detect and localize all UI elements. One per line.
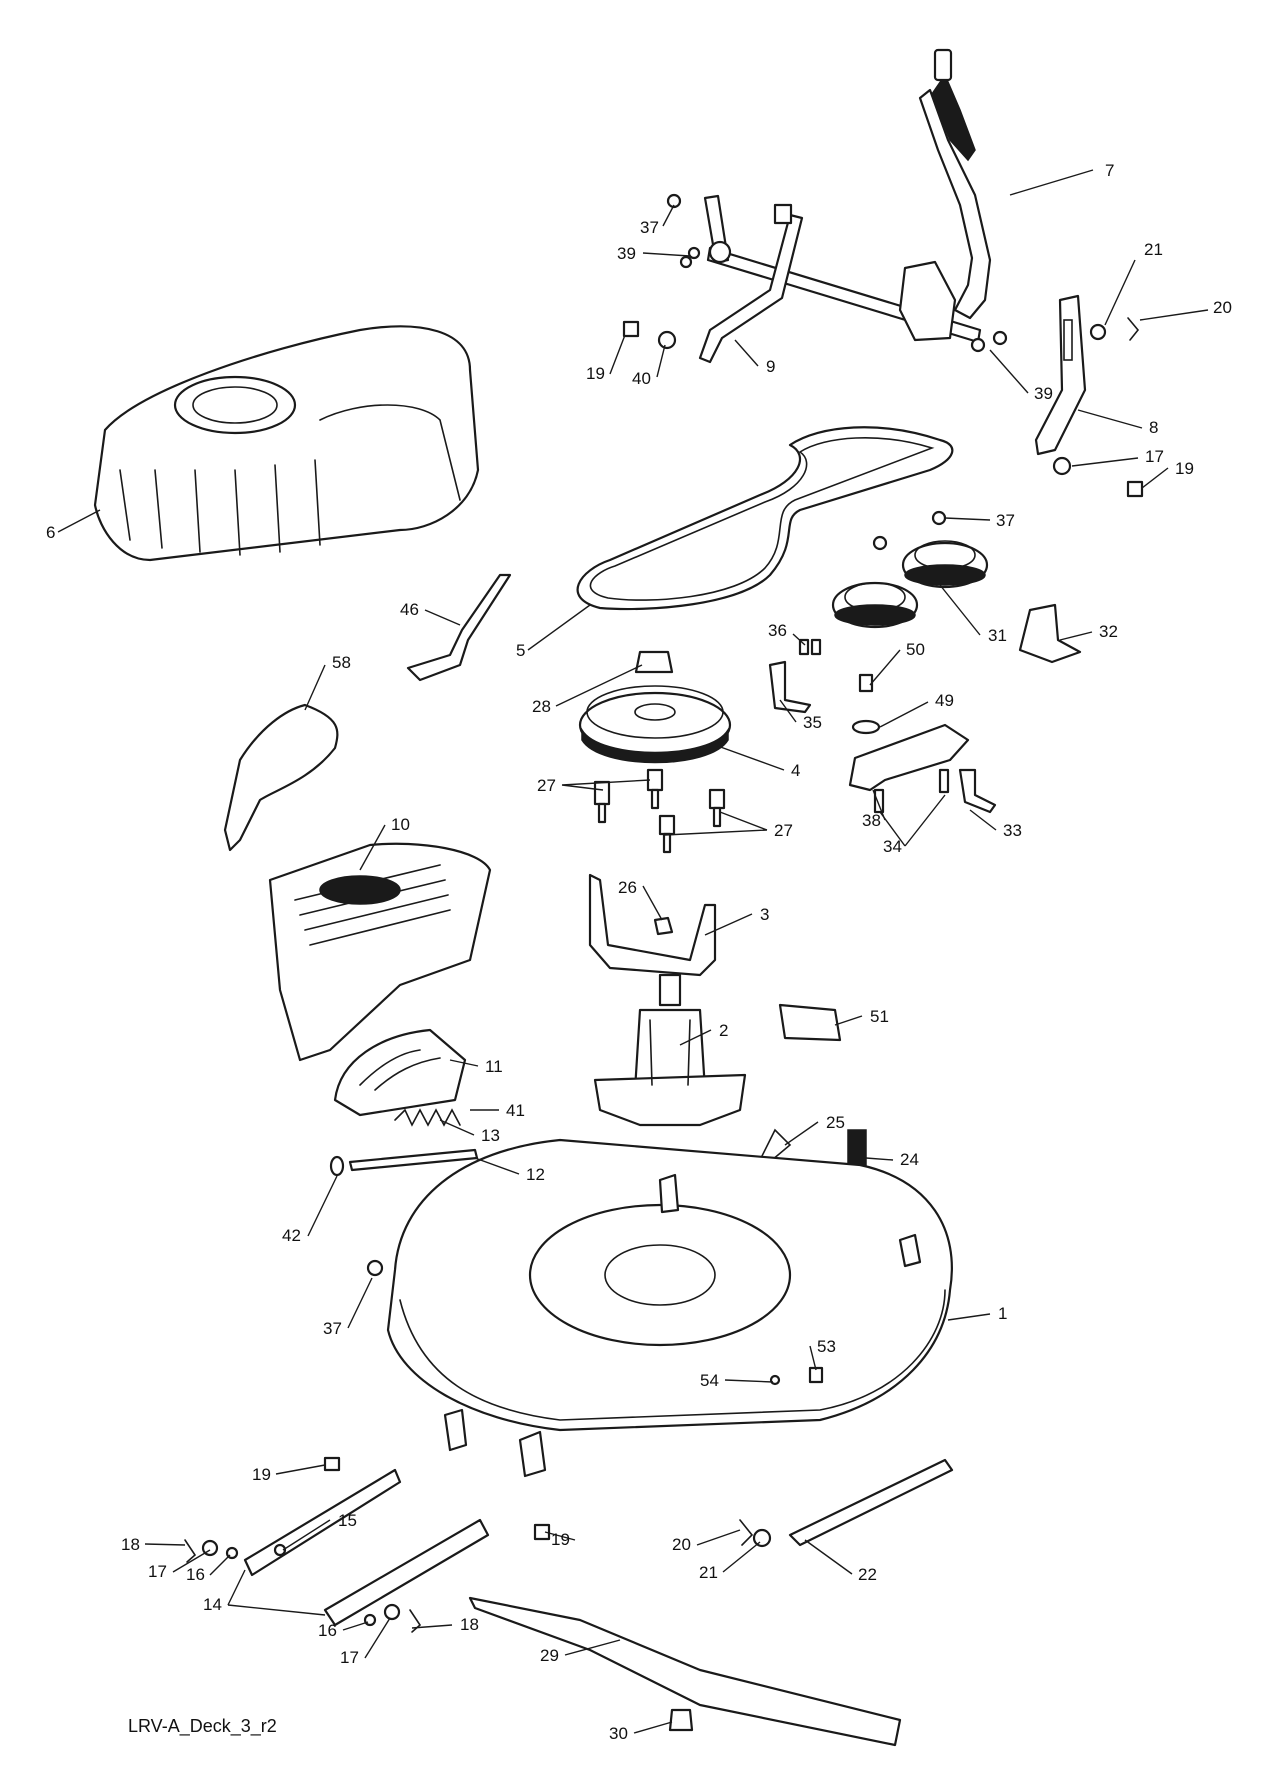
callout-c18b: 18 [460, 1615, 479, 1634]
part-spindle [593, 973, 747, 1127]
callout-c16a: 16 [186, 1565, 205, 1584]
part-mower-deck [386, 1138, 953, 1478]
part-blade-bolt-30 [668, 1708, 694, 1732]
callout-c4: 4 [791, 761, 800, 780]
callout-c46: 46 [400, 600, 419, 619]
callout-c37a: 37 [640, 218, 659, 237]
callout-c19a: 19 [586, 364, 605, 383]
diagram-caption: LRV-A_Deck_3_r2 [128, 1716, 277, 1737]
part-bracket-32 [1018, 603, 1082, 664]
callout-c2: 2 [719, 1021, 728, 1040]
part-main-pulley [578, 685, 732, 764]
part-link-rod-22 [788, 1458, 954, 1547]
callout-c19b: 19 [1175, 459, 1194, 478]
callout-c34: 34 [883, 837, 902, 856]
callout-c19c: 19 [252, 1465, 271, 1484]
part-clip-25 [759, 1128, 792, 1161]
part-washer-42 [329, 1155, 345, 1177]
callout-c20b: 20 [672, 1535, 691, 1554]
callout-c39a: 39 [617, 244, 636, 263]
part-idler-pulleys [831, 540, 989, 629]
part-lift-rod [698, 194, 982, 364]
part-idler-arm [848, 723, 970, 792]
callout-c30: 30 [609, 1724, 628, 1743]
callout-c29: 29 [540, 1646, 559, 1665]
part-nut-28 [634, 650, 674, 674]
callout-c16b: 16 [318, 1621, 337, 1640]
callout-c17c: 17 [340, 1648, 359, 1667]
part-blade [468, 1596, 902, 1747]
callout-c3: 3 [760, 905, 769, 924]
callout-c7: 7 [1105, 161, 1114, 180]
callout-c13: 13 [481, 1126, 500, 1145]
callout-c6: 6 [46, 523, 55, 542]
part-bracket-8 [1034, 294, 1087, 456]
part-guard-58 [223, 703, 339, 852]
callout-c21a: 21 [1144, 240, 1163, 259]
part-bracket-33 [958, 768, 997, 814]
callout-c1: 1 [998, 1304, 1007, 1323]
callout-c15: 15 [338, 1511, 357, 1530]
part-pin-12 [348, 1148, 479, 1172]
callout-c36: 36 [768, 621, 787, 640]
part-rod-46 [406, 573, 512, 682]
callout-c17b: 17 [148, 1562, 167, 1581]
callout-c54: 54 [700, 1371, 719, 1390]
callout-c39b: 39 [1034, 384, 1053, 403]
callout-c27a: 27 [537, 776, 556, 795]
callout-c11: 11 [485, 1057, 503, 1076]
part-bracket-35 [768, 660, 812, 714]
callout-c58: 58 [332, 653, 351, 672]
callout-c37b: 37 [996, 511, 1015, 530]
callout-c10: 10 [391, 815, 410, 834]
part-belt [576, 426, 954, 611]
callout-c26: 26 [618, 878, 637, 897]
callout-c17a: 17 [1145, 447, 1164, 466]
callout-c38: 38 [862, 811, 881, 830]
callout-c24: 24 [900, 1150, 919, 1169]
part-belt-guide [588, 873, 717, 977]
part-spring-13 [394, 1108, 461, 1127]
callout-c9: 9 [766, 357, 775, 376]
part-lift-handle [918, 48, 992, 320]
callout-c50: 50 [906, 640, 925, 659]
leader-lines [57, 169, 1209, 1734]
callout-c18a: 18 [121, 1535, 140, 1554]
callout-c42: 42 [282, 1226, 301, 1245]
callout-c5: 5 [516, 641, 525, 660]
callout-c22: 22 [858, 1565, 877, 1584]
callout-c41: 41 [506, 1101, 525, 1120]
callout-c20a: 20 [1213, 298, 1232, 317]
callout-c51: 51 [870, 1007, 889, 1026]
callout-c40: 40 [632, 369, 651, 388]
callout-c33: 33 [1003, 821, 1022, 840]
callout-c27b: 27 [774, 821, 793, 840]
callout-c19d: 19 [551, 1530, 570, 1549]
part-key-26 [653, 916, 674, 936]
callout-c32: 32 [1099, 622, 1118, 641]
callout-c8: 8 [1149, 418, 1158, 437]
part-bolts-27 [593, 768, 726, 854]
callout-c35: 35 [803, 713, 822, 732]
callout-c31: 31 [988, 626, 1007, 645]
part-deflector-11 [333, 1028, 467, 1117]
part-belt-cover [93, 325, 480, 562]
callout-c21b: 21 [699, 1563, 718, 1582]
callout-c53: 53 [817, 1337, 836, 1356]
callout-c14: 14 [203, 1595, 222, 1614]
part-bracket-51 [778, 1003, 842, 1042]
callout-c12: 12 [526, 1165, 545, 1184]
callout-c28: 28 [532, 697, 551, 716]
part-discharge-chute [268, 842, 492, 1062]
callout-c25: 25 [826, 1113, 845, 1132]
callout-c49: 49 [935, 691, 954, 710]
callout-c37c: 37 [323, 1319, 342, 1338]
